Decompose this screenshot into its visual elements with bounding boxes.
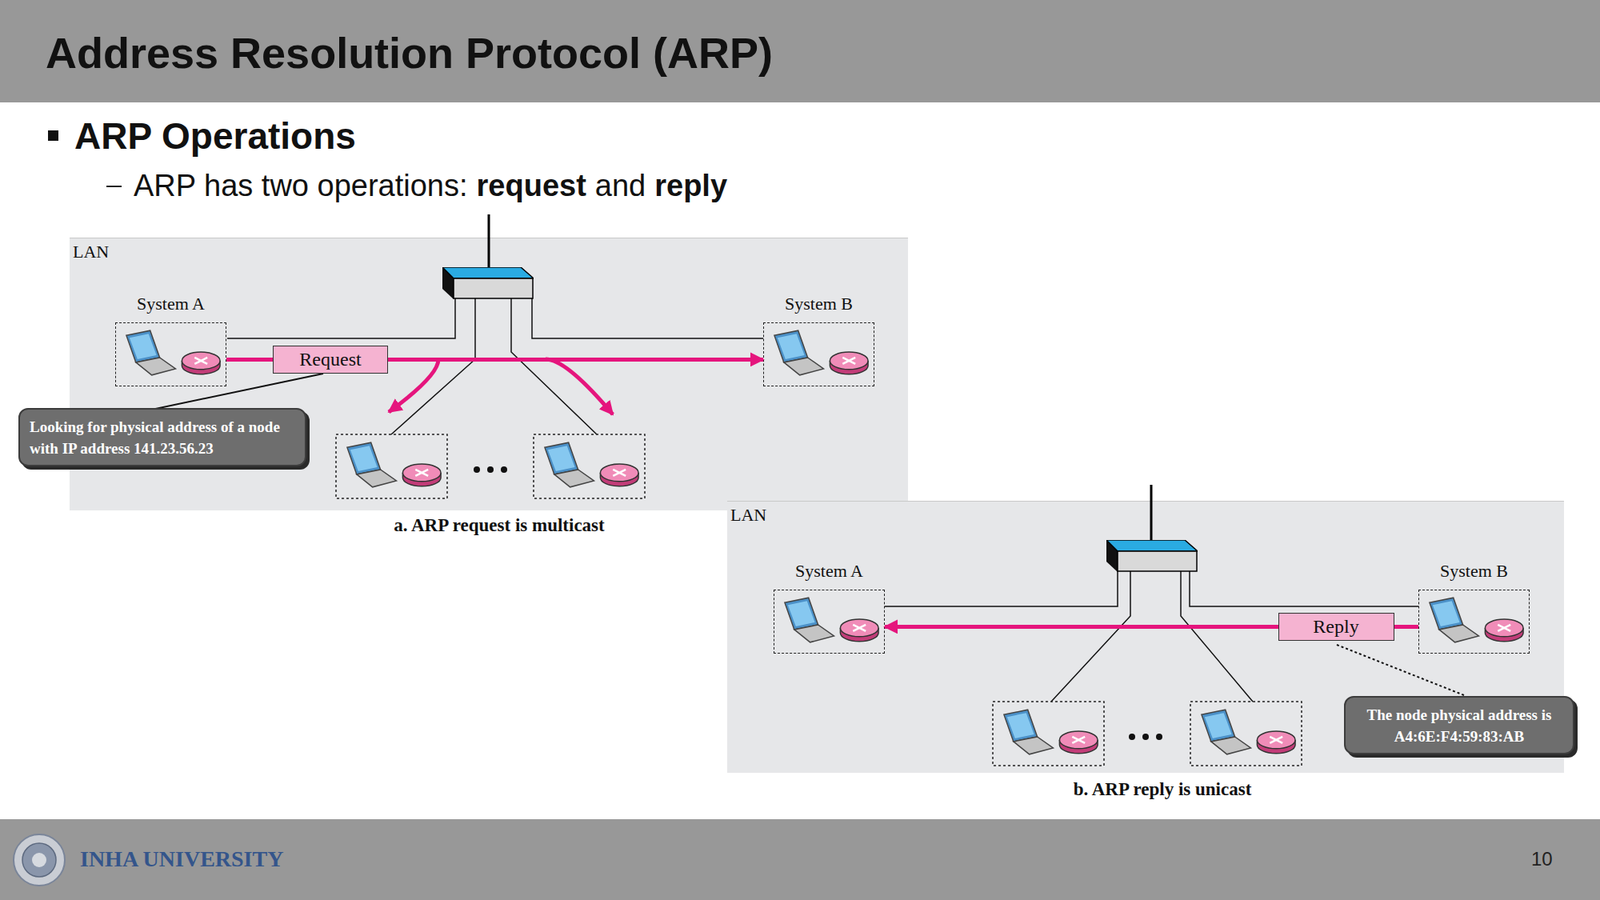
system-label: System A xyxy=(84,292,258,316)
sub-bullet-line: ARP has two operations:requestandreply xyxy=(133,167,728,204)
callout-box: Looking for physical address of a node w… xyxy=(18,408,307,467)
system-label: System B xyxy=(1387,560,1561,583)
bullet-heading: ARP Operations xyxy=(74,113,356,159)
figure-caption: b. ARP reply is unicast xyxy=(922,778,1403,801)
page-number: 10 xyxy=(1531,847,1553,872)
bullet-dash xyxy=(106,185,122,188)
message-box: Reply xyxy=(1278,612,1395,641)
figure-caption: a. ARP request is multicast xyxy=(259,514,740,537)
university-logo xyxy=(13,834,65,886)
slide-title: Address Resolution Protocol (ARP) xyxy=(45,27,773,79)
callout-text: Looking for physical address of a node w… xyxy=(29,416,296,460)
callout-text: The node physical address is A4:6E:F4:59… xyxy=(1355,704,1564,748)
bullet-keyword: reply xyxy=(654,167,728,204)
system-label: System A xyxy=(742,560,916,583)
bullet-keyword: request xyxy=(476,167,587,204)
lan-label: LAN xyxy=(730,504,767,527)
message-label: Reply xyxy=(1312,615,1359,638)
university-name: INHA UNIVERSITY xyxy=(80,844,284,874)
bullet-text: and xyxy=(595,167,646,204)
bullet-square xyxy=(48,130,59,141)
message-box: Request xyxy=(272,345,388,374)
callout-box: The node physical address is A4:6E:F4:59… xyxy=(1344,696,1575,755)
lan-label: LAN xyxy=(72,240,109,264)
system-label: System B xyxy=(732,292,906,316)
message-label: Request xyxy=(299,348,361,371)
bullet-text: ARP has two operations: xyxy=(133,167,468,204)
